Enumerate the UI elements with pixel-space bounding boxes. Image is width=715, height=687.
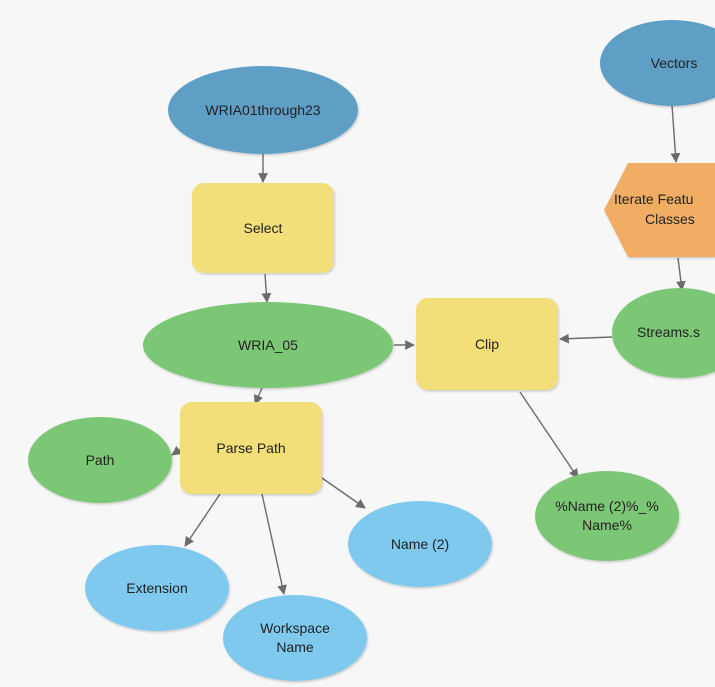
extension-label: Extension <box>126 580 187 596</box>
clip-label: Clip <box>475 336 499 352</box>
select-tool-node[interactable]: Select <box>192 183 334 273</box>
streams-node[interactable]: Streams.s <box>612 288 715 378</box>
derived-data-ellipse <box>28 417 172 503</box>
wria05-node[interactable]: WRIA_05 <box>143 302 393 388</box>
vectors-label: Vectors <box>651 55 698 71</box>
parse-path-label: Parse Path <box>216 440 285 456</box>
connector-wria05-to-parsepath <box>254 387 264 405</box>
parameter-ellipse <box>223 595 367 681</box>
path-node[interactable]: Path <box>28 417 172 503</box>
clip-output-label-line2: Name% <box>582 517 632 533</box>
parameter-ellipse <box>85 545 229 631</box>
derived-data-ellipse <box>612 288 715 378</box>
connector-iterate-to-streams <box>676 257 686 291</box>
connector-parsepath-to-extension <box>184 493 221 547</box>
wria01through23-node[interactable]: WRIA01through23 <box>168 66 358 154</box>
parameter-ellipse <box>348 501 492 587</box>
connector-clip-to-output <box>519 391 579 479</box>
name2-label: Name (2) <box>391 536 449 552</box>
workspace-name-node[interactable]: Workspace Name <box>223 595 367 681</box>
vectors-node[interactable]: Vectors <box>600 20 715 106</box>
wria01through23-label: WRIA01through23 <box>205 102 320 118</box>
iterate-feature-classes-node[interactable]: Iterate Featu Classes <box>604 163 715 257</box>
workspace-name-label-line1: Workspace <box>260 620 330 636</box>
name2-node[interactable]: Name (2) <box>348 501 492 587</box>
connector-select-to-wria05 <box>261 273 272 303</box>
path-label: Path <box>86 452 115 468</box>
input-data-ellipse <box>168 66 358 154</box>
parse-path-tool-node[interactable]: Parse Path <box>180 402 322 494</box>
input-data-ellipse <box>600 20 715 106</box>
select-label: Select <box>244 220 283 236</box>
iterate-label-line2: Classes <box>645 211 695 227</box>
connector-streams-to-clip <box>559 333 613 344</box>
streams-label: Streams.s <box>637 324 700 340</box>
tool-rectangle <box>180 402 322 494</box>
connector-parsepath-to-workspace <box>261 493 287 595</box>
clip-output-label-line1: %Name (2)%_% <box>555 498 658 514</box>
connector-vectors-to-iterate <box>670 104 681 163</box>
connector-parsepath-to-name2 <box>321 477 366 509</box>
derived-data-ellipse <box>143 302 393 388</box>
clip-output-node[interactable]: %Name (2)%_% Name% <box>535 471 679 561</box>
wria05-label: WRIA_05 <box>238 337 298 353</box>
iterate-label-line1: Iterate Featu <box>614 191 693 207</box>
extension-node[interactable]: Extension <box>85 545 229 631</box>
derived-data-ellipse <box>535 471 679 561</box>
iterator-hexagon <box>604 163 715 257</box>
workspace-name-label-line2: Name <box>276 639 314 655</box>
tool-rectangle <box>192 183 334 273</box>
clip-tool-node[interactable]: Clip <box>416 298 558 390</box>
tool-rectangle <box>416 298 558 390</box>
